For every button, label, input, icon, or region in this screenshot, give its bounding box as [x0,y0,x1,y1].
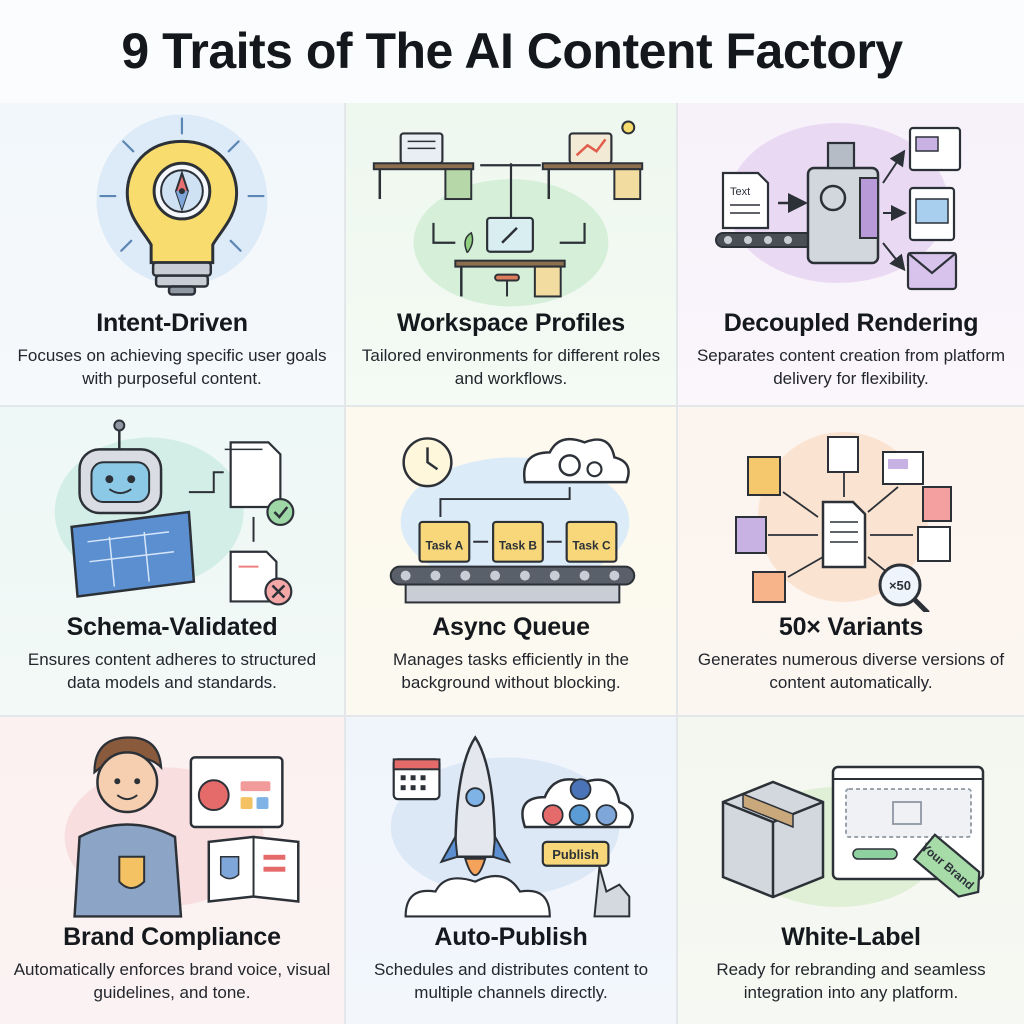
trait-title: Intent-Driven [96,309,248,337]
trait-description: Focuses on achieving specific user goals… [17,346,327,388]
trait-description: Tailored environments for different role… [361,346,661,388]
trait-title: Decoupled Rendering [723,309,979,337]
trait-card-intent-driven: Intent-Driven Focuses on achieving speci… [0,103,346,407]
trait-description: Separates content creation from platform… [696,346,1006,388]
rocket-publish-icon: Publish [346,717,676,922]
trait-card-auto-publish: Publish Auto-Publish Schedules and distr… [346,717,678,1024]
trait-card-decoupled-rendering: Text Decouple [678,103,1024,407]
rendering-machine-icon: Text [678,103,1024,308]
task-b-label: Task B [499,539,538,553]
trait-description: Manages tasks efficiently in the backgro… [393,650,629,692]
trait-description: Ready for rebranding and seamless integr… [716,960,986,1002]
task-a-label: Task A [426,539,464,553]
trait-title: Brand Compliance [63,923,281,951]
trait-title: Schema-Validated [66,613,278,641]
trait-title: White-Label [781,923,921,951]
task-c-label: Task C [572,539,611,553]
traits-grid: Intent-Driven Focuses on achieving speci… [0,103,1024,1024]
trait-card-schema-validated: Schema-Validated Ensures content adheres… [0,407,346,717]
trait-card-workspace-profiles: Workspace Profiles Tailored environments… [346,103,678,407]
brand-officer-icon [0,717,344,922]
trait-description: Generates numerous diverse versions of c… [697,650,1005,692]
trait-card-async-queue: Task A Task B Task C Async Queue Manages… [346,407,678,717]
trait-description: Automatically enforces brand voice, visu… [13,960,331,1002]
text-doc-label: Text [730,186,750,198]
trait-description: Schedules and distributes content to mul… [373,960,649,1002]
box-browser-tag-icon: Your Brand [678,717,1024,922]
trait-title: 50× Variants [778,613,924,641]
lightbulb-compass-icon [0,103,344,308]
workstations-icon [346,103,676,308]
trait-title: Async Queue [432,613,590,641]
trait-card-white-label: Your Brand White-Label Ready for rebrand… [678,717,1024,1024]
trait-title: Auto-Publish [434,923,588,951]
trait-title: Workspace Profiles [397,309,625,337]
task-conveyor-icon: Task A Task B Task C [346,407,676,612]
trait-card-50x-variants: ×50 50× Variants Generates numerous dive… [678,407,1024,717]
robot-blueprint-icon [0,407,344,612]
trait-card-brand-compliance: Brand Compliance Automatically enforces … [0,717,346,1024]
variants-burst-icon: ×50 [678,407,1024,612]
variants-badge: ×50 [889,578,911,593]
page-title: 9 Traits of The AI Content Factory [121,23,903,79]
trait-description: Ensures content adheres to structured da… [27,650,317,692]
publish-button-label: Publish [552,847,599,862]
